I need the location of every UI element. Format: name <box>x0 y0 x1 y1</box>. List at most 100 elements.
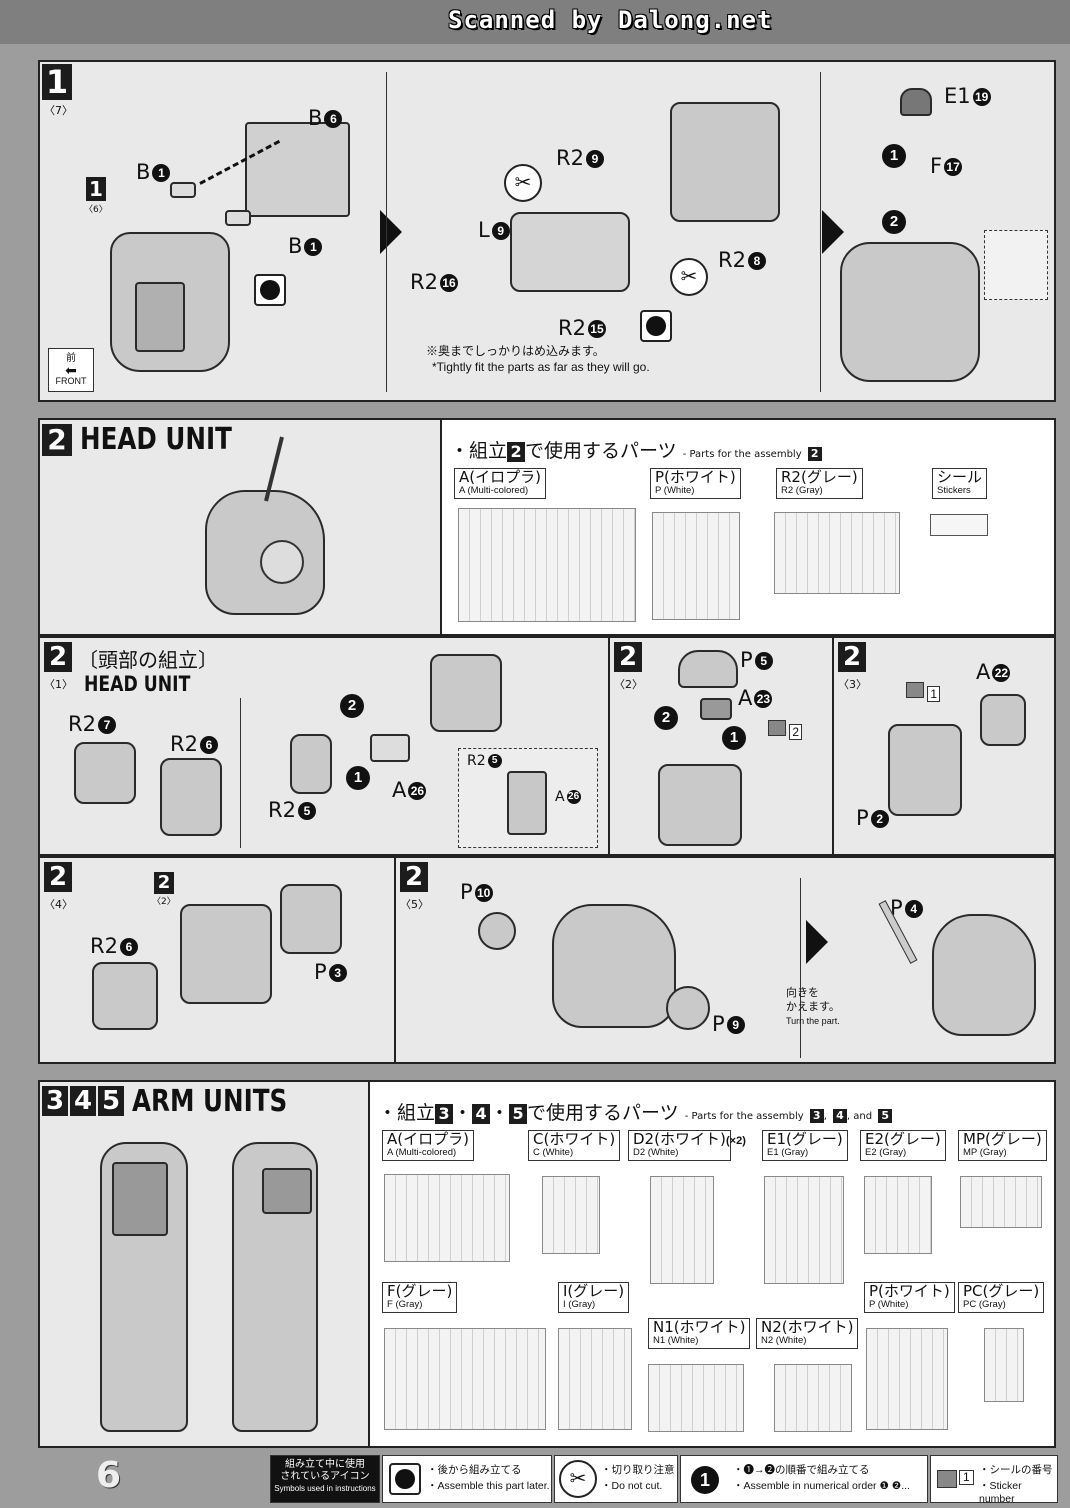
head-step-1-number: 2 <box>44 642 72 672</box>
sticker-icon <box>937 1470 957 1488</box>
e1-part-drawing <box>900 88 932 116</box>
step1-inset-sub: 〈6〉 <box>84 205 108 215</box>
runner-a-sprue <box>384 1174 510 1262</box>
legend-bar: 組み立て中に使用 されているアイコン Symbols used in instr… <box>270 1455 1058 1505</box>
legend-order: 1 ・❶→❷の順番で組み立てる ・Assemble in numerical o… <box>680 1455 928 1503</box>
torso-block-drawing <box>135 282 185 352</box>
chest-frame-drawing <box>510 212 630 292</box>
front-en: FRONT <box>55 376 87 386</box>
runner-p-sprue <box>652 512 740 620</box>
page-number: 6 <box>96 1455 122 1496</box>
front-jp: 前 <box>66 353 76 364</box>
face-drawing <box>888 724 962 816</box>
order-step-1-icon: 1 <box>691 1466 719 1494</box>
divider-line <box>800 878 801 1058</box>
head-step-1-sub: 〈1〉 <box>44 678 73 691</box>
step1-number: 1 <box>42 64 72 100</box>
runner-r2-sprue <box>774 512 900 594</box>
next-step-arrow <box>380 210 402 254</box>
a22-part-drawing <box>980 694 1026 746</box>
head-step-1-title-en: HEAD UNIT <box>84 672 191 696</box>
head-step-4-number: 2 <box>44 862 72 892</box>
scan-header-bar <box>0 0 1070 44</box>
head-step-4-ref-sub: 〈2〉 <box>152 897 176 907</box>
runner-f-sprue <box>384 1328 546 1430</box>
runner-e2-sprue <box>864 1176 932 1254</box>
arm-number-5: 5 <box>98 1086 124 1116</box>
p10-part-drawing <box>478 912 516 950</box>
runner-a-label: A(イロプラ)A (Multi-colored) <box>382 1130 474 1161</box>
scan-watermark: Scanned by Dalong.net <box>448 6 773 34</box>
b1-part-a-drawing <box>170 182 196 198</box>
turn-note-jp2: かえます。 <box>786 1001 840 1013</box>
assemble-later-icon <box>389 1463 421 1495</box>
head-shell-drawing <box>552 904 676 1028</box>
runner-n1-sprue <box>648 1364 744 1432</box>
order-step-1-icon: 1 <box>346 766 370 790</box>
sticker-number-1: 1 <box>906 682 941 702</box>
head-step-4-ref-number: 2 <box>154 872 174 894</box>
head-step-3-sub: 〈3〉 <box>838 678 867 691</box>
step1-note-en: *Tightly fit the parts as far as they wi… <box>432 360 650 374</box>
runner-n2-label: N2(ホワイト)N2 (White) <box>756 1318 859 1349</box>
arm-left-shoulder-drawing <box>112 1162 168 1236</box>
runner-n1-label: N1(ホワイト)N1 (White) <box>648 1318 751 1349</box>
step1-inset-number: 1 <box>86 177 106 201</box>
do-not-cut-icon: ✂ <box>504 164 542 202</box>
head-step-4-sub: 〈4〉 <box>44 898 73 911</box>
legend-title: 組み立て中に使用 されているアイコン Symbols used in instr… <box>270 1455 380 1503</box>
p9-part-drawing <box>666 986 710 1030</box>
runner-e1-sprue <box>764 1176 844 1284</box>
runner-e2-label: E2(グレー)E2 (Gray) <box>860 1130 946 1161</box>
head-back-drawing <box>430 654 502 732</box>
do-not-cut-icon: ✂ <box>670 258 708 296</box>
p5-part-drawing <box>678 650 738 688</box>
runner-mp-label: MP(グレー)MP (Gray) <box>958 1130 1047 1161</box>
runner-c-label: C(ホワイト)C (White) <box>528 1130 621 1161</box>
head-step-3-number: 2 <box>838 642 866 672</box>
head-rear-drawing <box>932 914 1036 1036</box>
a23-part-drawing <box>700 698 732 720</box>
legend-sticker: 1 ・シールの番号 ・Sticker number <box>930 1455 1058 1505</box>
chest-upper-drawing <box>670 102 780 222</box>
sticker-number-2: 2 <box>768 720 803 740</box>
front-arrow-icon: ⬅ <box>65 362 77 378</box>
do-not-cut-icon: ✂ <box>559 1460 597 1498</box>
divider-line <box>240 698 241 848</box>
arm-number-4: 4 <box>70 1086 96 1116</box>
runner-a-sprue <box>458 508 636 622</box>
sticker-number-box: 1 <box>959 1470 974 1485</box>
legend-later: ・後から組み立てる ・Assemble this part later. <box>382 1455 552 1503</box>
sticker-sheet <box>930 514 988 536</box>
a26-part-drawing <box>370 734 410 762</box>
runner-i-sprue <box>558 1328 632 1430</box>
turn-note-jp1: 向きを <box>786 987 819 999</box>
head-assembly-drawing <box>180 904 272 1004</box>
head-step-5-sub: 〈5〉 <box>400 898 429 911</box>
divider-line <box>820 72 821 392</box>
arm-number-3: 3 <box>42 1086 68 1116</box>
p3-part-drawing <box>280 884 342 954</box>
runner-d2-count: (×2) <box>726 1135 746 1147</box>
order-step-2-icon: 2 <box>340 694 364 718</box>
runner-n2-sprue <box>774 1364 852 1432</box>
